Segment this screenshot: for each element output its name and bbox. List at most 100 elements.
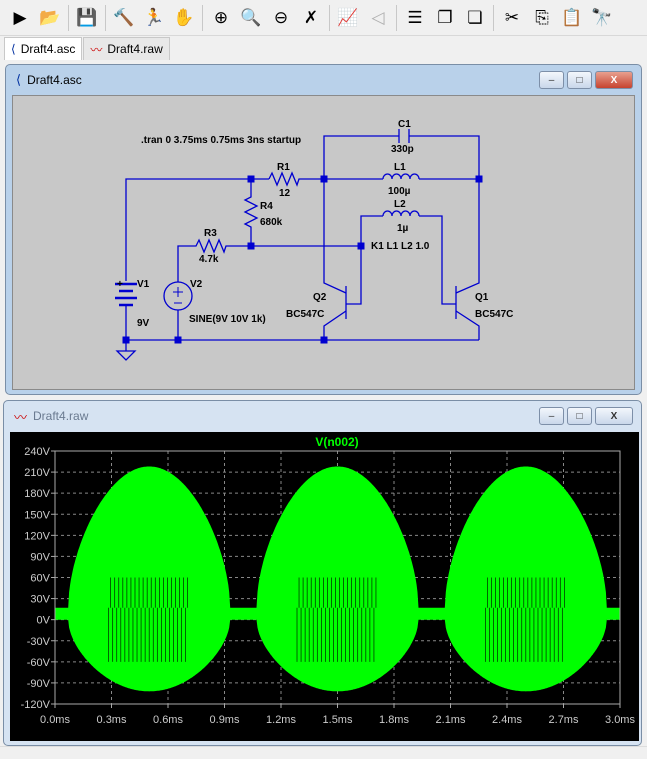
y-tick-label: 180V [24,488,50,500]
v2-name[interactable]: V2 [190,279,203,290]
r1-value[interactable]: 12 [279,188,291,199]
y-tick-label: 90V [30,551,50,563]
l1-value[interactable]: 100µ [388,186,411,197]
l1-name[interactable]: L1 [394,162,406,173]
c1-value[interactable]: 330p [391,144,414,155]
find-button[interactable]: 🔭 [591,7,613,27]
toolbar-separator [202,4,203,31]
tile-button[interactable]: ❏ [467,7,483,27]
hand-button[interactable]: ✋ [173,7,195,27]
schematic-window: ⟨ Draft4.asc –□X .tran 0 3.75ms 0.75ms 3n… [5,64,642,395]
minimize-button[interactable]: – [539,407,564,425]
y-tick-label: -30V [27,636,51,648]
y-tick-label: 60V [30,573,50,585]
tab-waveform[interactable]: 〰 Draft4.raw [83,37,170,60]
plot-frame [54,450,621,705]
x-tick-label: 0.0ms [40,714,70,726]
run-man-button[interactable]: 🏃 [143,7,165,27]
plot-button[interactable]: 📈 [337,7,359,27]
tab-label: Draft4.asc [20,42,76,56]
q2-name[interactable]: Q2 [313,292,327,303]
minimize-button[interactable]: – [539,71,564,89]
r3-value[interactable]: 4.7k [199,254,219,265]
schematic-canvas[interactable]: .tran 0 3.75ms 0.75ms 3ns startup C1 330… [12,95,635,390]
hammer-button[interactable]: 🔨 [113,7,135,27]
open-button[interactable]: 📂 [39,7,61,27]
toolbar-separator [396,4,397,31]
paste-button[interactable]: 📋 [561,7,583,27]
tran-directive[interactable]: .tran 0 3.75ms 0.75ms 3ns startup [141,135,301,146]
cascade-button[interactable]: ❐ [437,7,453,27]
v1-plus: + [117,279,123,290]
r3-name[interactable]: R3 [204,228,217,239]
zoom-in-button[interactable]: ⊕ [213,7,229,27]
toolbar-separator [105,4,106,31]
l2-name[interactable]: L2 [394,199,406,210]
v2-value[interactable]: SINE(9V 10V 1k) [189,314,266,325]
tab-label: Draft4.raw [107,42,163,56]
r4-value[interactable]: 680k [260,217,283,228]
cut-button[interactable]: ✂ [504,7,520,27]
zoom-out-button[interactable]: ⊖ [273,7,289,27]
v1-value[interactable]: 9V [137,318,150,329]
c1-name[interactable]: C1 [398,119,411,130]
tile-horizontal-button[interactable]: ☰ [407,7,423,27]
maximize-button[interactable]: □ [567,71,592,89]
y-tick-label: 210V [24,467,50,479]
x-tick-label: 2.4ms [492,714,522,726]
y-tick-label: 150V [24,509,50,521]
schematic-icon: ⟨ [16,72,22,87]
y-tick-label: 30V [30,594,50,606]
x-tick-label: 0.3ms [97,714,127,726]
document-tabs: ⟨ Draft4.asc 〰 Draft4.raw [0,37,647,61]
q1-name[interactable]: Q1 [475,292,489,303]
q2-value[interactable]: BC547C [286,309,324,320]
toolbar-separator [329,4,330,31]
y-tick-label: -60V [27,657,51,669]
maximize-button[interactable]: □ [567,407,592,425]
x-tick-label: 3.0ms [605,714,635,726]
window-title: Draft4.asc [27,73,82,87]
save-button[interactable]: 💾 [76,7,98,27]
y-tick-label: 240V [24,446,50,458]
r4-name[interactable]: R4 [260,201,273,212]
junction-dots [122,175,483,344]
run-button[interactable]: ▶ [13,7,27,27]
schematic-icon: ⟨ [11,42,16,56]
schematic-title-bar[interactable]: ⟨ Draft4.asc [6,65,641,95]
waveform-title-bar[interactable]: 〰 Draft4.raw [4,401,641,431]
status-bar [0,746,647,759]
trace-title[interactable]: V(n002) [315,435,358,449]
zoom-cancel-button[interactable]: ✗ [303,7,319,27]
y-tick-label: 0V [37,615,51,627]
wires [115,129,480,361]
l2-value[interactable]: 1µ [397,223,409,234]
toolbar-separator [68,4,69,31]
r1-name[interactable]: R1 [277,162,290,173]
waveform-icon: 〰 [14,409,28,425]
x-tick-label: 1.8ms [379,714,409,726]
zoom-fit-button[interactable]: 🔍 [240,7,262,27]
x-tick-label: 1.5ms [323,714,353,726]
v1-name[interactable]: V1 [137,279,150,290]
autoscale-button[interactable]: ◁ [371,7,385,27]
waveform-icon: 〰 [90,42,103,57]
window-title: Draft4.raw [33,409,89,423]
waveform-window: 〰 Draft4.raw –□X V(n002) 0.0ms 0.3ms 0.6ms 0… [3,400,642,746]
x-tick-label: 2.7ms [549,714,579,726]
battery-v1[interactable] [115,282,137,307]
q1-value[interactable]: BC547C [475,309,513,320]
trace-v-n002 [55,466,620,692]
coupling-directive[interactable]: K1 L1 L2 1.0 [371,241,430,252]
x-tick-label: 0.6ms [153,714,183,726]
tab-schematic[interactable]: ⟨ Draft4.asc [4,37,83,60]
y-tick-label: 120V [24,530,50,542]
y-tick-label: -120V [21,699,51,711]
toolbar: ▶ 📂 💾 🔨 🏃 ✋ ⊕ 🔍 ⊖ ✗ 📈 ◁ ☰ ❐ ❏ ✂ ⎘ 📋 🔭 [0,0,647,36]
close-button[interactable]: X [595,407,633,425]
toolbar-separator [493,4,494,31]
close-button[interactable]: X [595,71,633,89]
copy-button[interactable]: ⎘ [535,7,549,27]
y-tick-label: -90V [27,678,51,690]
